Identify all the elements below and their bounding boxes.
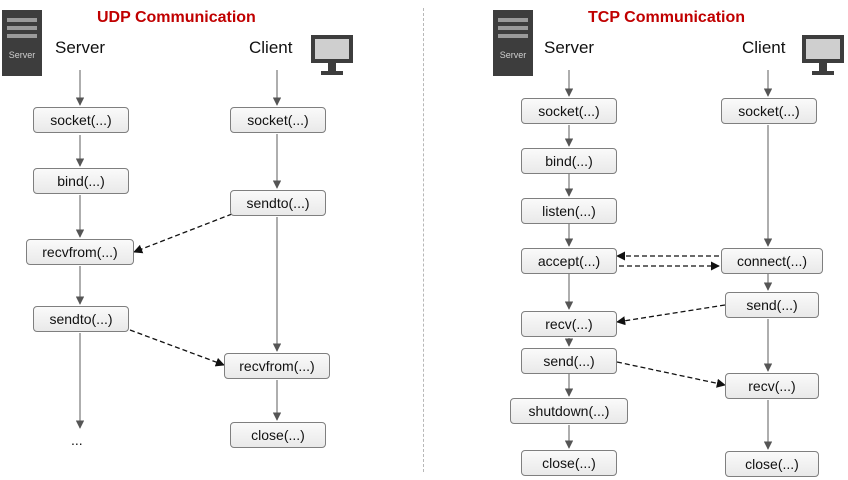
tcp-message-arrow (616, 304, 726, 326)
server-icon-text: Server (9, 50, 36, 60)
udp-client-sendto-box: sendto(...) (230, 190, 326, 216)
tcp-title: TCP Communication (588, 9, 746, 26)
tcp-client-send-box: send(...) (725, 292, 819, 318)
udp-server-label: Server (55, 38, 106, 57)
udp-server-ellipsis: ... (71, 432, 83, 448)
udp-title: UDP Communication (97, 9, 256, 26)
udp-server-socket-box: socket(...) (33, 107, 129, 133)
server-icon: Server (2, 10, 42, 76)
tcp-server-label: Server (544, 38, 595, 57)
tcp-client-recv-box: recv(...) (725, 373, 819, 399)
tcp-server-shutdown-box: shutdown(...) (510, 398, 628, 424)
udp-server-sendto-box: sendto(...) (33, 306, 129, 332)
monitor-icon (311, 35, 353, 75)
tcp-server-listen-box: listen(...) (521, 198, 617, 224)
server-icon: Server (493, 10, 533, 76)
udp-server-bind-box: bind(...) (33, 168, 129, 194)
tcp-server-accept-box: accept(...) (521, 248, 617, 274)
tcp-server-send-box: send(...) (521, 348, 617, 374)
tcp-client-label: Client (742, 38, 786, 57)
tcp-client-close-box: close(...) (725, 451, 819, 477)
udp-client-close-box: close(...) (230, 422, 326, 448)
udp-message-arrow (129, 329, 225, 367)
panel-divider (423, 8, 424, 472)
tcp-server-recv-box: recv(...) (521, 311, 617, 337)
tcp-client-socket-box: socket(...) (721, 98, 817, 124)
tcp-client-connect-box: connect(...) (721, 248, 823, 274)
udp-client-socket-box: socket(...) (230, 107, 326, 133)
udp-server-recvfrom-box: recvfrom(...) (26, 239, 134, 265)
tcp-server-bind-box: bind(...) (521, 148, 617, 174)
udp-client-recvfrom-box: recvfrom(...) (224, 353, 330, 379)
udp-message-arrow (133, 213, 233, 254)
tcp-server-socket-box: socket(...) (521, 98, 617, 124)
udp-client-label: Client (249, 38, 293, 57)
server-icon-text: Server (500, 50, 527, 60)
monitor-icon (802, 35, 844, 75)
tcp-server-close-box: close(...) (521, 450, 617, 476)
tcp-message-arrow (616, 361, 726, 388)
